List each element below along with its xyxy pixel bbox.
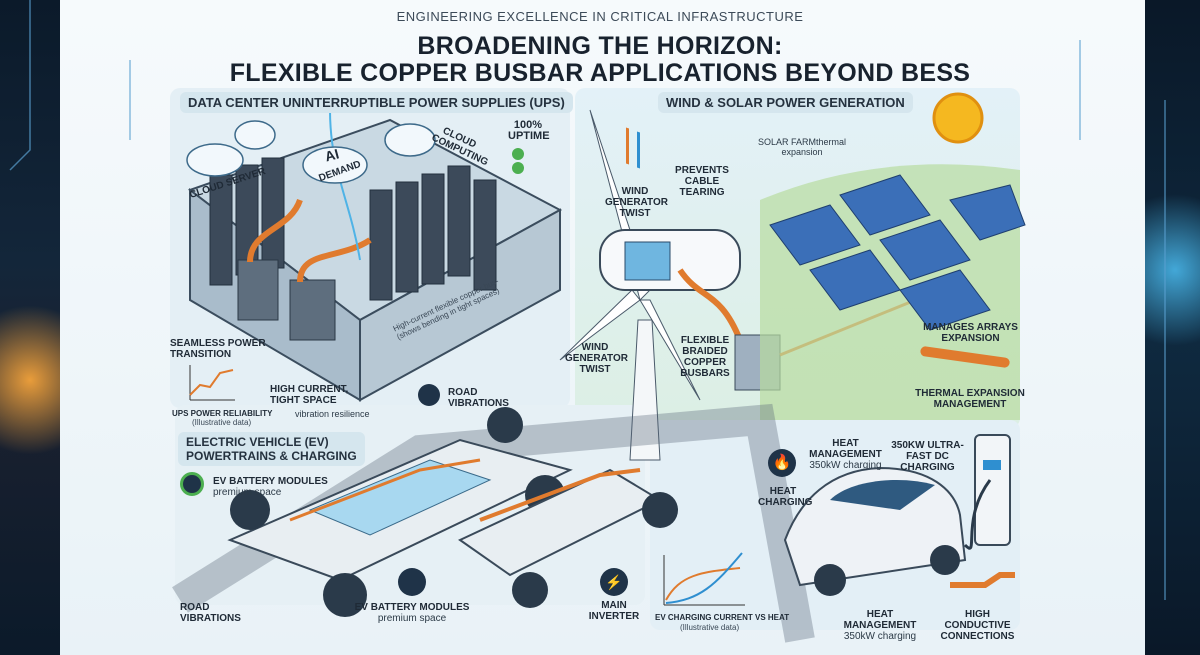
ai-label: AI [323,145,341,165]
seamless-transition-label: SEAMLESS POWER TRANSITION [170,338,266,360]
wind-twist-bottom-label: WIND GENERATOR TWIST [565,342,628,375]
data-center-title: DATA CENTER UNINTERRUPTIBLE POWER SUPPLI… [180,92,573,113]
road-vibrations-top-label: ROAD VIBRATIONS [448,387,509,409]
conductive-connections-label: HIGH CONDUCTIVE CONNECTIONS [940,609,1015,642]
prevents-tearing-label: PREVENTS CABLE TEARING [675,165,729,198]
check-icon [512,148,524,160]
ups-reliability-chart [189,365,235,401]
wind-turbine-illustration [559,109,941,461]
page-title: BROADENING THE HORIZON: FLEXIBLE COPPER … [0,33,1200,87]
heat-management-top-label: HEAT MANAGEMENT 350kW charging [809,438,882,471]
inverter-bolt-icon: ⚡ [600,568,628,596]
server-room-illustration [187,109,563,402]
heat-charging-label: HEAT CHARGING [758,486,813,508]
sun-icon [932,92,984,144]
wind-twist-top-label: WIND GENERATOR TWIST [605,186,668,219]
ev-chart-note: (Illustrative data) [680,623,740,632]
flame-icon: 🔥 [768,449,796,477]
high-current-label: HIGH CURRENT, TIGHT SPACE [270,384,349,406]
uptime-label: 100% UPTIME [508,119,550,142]
vibration-resilience-label: vibration resilience [295,409,370,419]
braided-busbars-label: FLEXIBLE BRAIDED COPPER BUSBARS [680,335,730,379]
title-line-1: BROADENING THE HORIZON: [417,32,783,60]
check-icon [512,162,524,174]
ev-charging-chart [663,552,745,606]
thermal-expansion-label: THERMAL EXPANSION MANAGEMENT [915,388,1025,410]
cloud-icons [186,120,436,184]
main-inverter-label: MAIN INVERTER [588,600,640,622]
title-line-2: FLEXIBLE COPPER BUSBAR APPLICATIONS BEYO… [229,59,971,87]
battery-icon [180,472,204,496]
twist-icon [626,127,640,169]
vibration-icon [418,384,440,406]
dc-charger-illustration [950,434,1015,588]
battery-modules-label-1: EV BATTERY MODULES premium space [213,476,328,498]
suspension-icon [398,568,426,596]
electric-car-illustration [783,466,967,596]
ev-title: ELECTRIC VEHICLE (EV) POWERTRAINS & CHAR… [178,432,365,466]
ev-chassis-illustration [227,407,678,617]
right-circuit-decoration [1145,0,1200,655]
solar-farm-label: SOLAR FARMthermal expansion [757,137,847,157]
wind-solar-title: WIND & SOLAR POWER GENERATION [658,92,913,113]
road-vibrations-bottom-label: ROAD VIBRATIONS [180,602,241,624]
ultra-fast-charging-label: 350kW ULTRA-FAST DC CHARGING [891,440,964,473]
circuit-traces [9,0,1166,600]
heat-management-bottom-label: HEAT MANAGEMENT 350kW charging [843,609,917,642]
ev-chart-title: EV CHARGING CURRENT VS HEAT [655,613,790,622]
battery-modules-label-2: EV BATTERY MODULES premium space [354,602,470,624]
manages-expansion-label: MANAGES ARRAYS EXPANSION [923,322,1018,344]
ups-chart-note: (Illustrative data) [192,418,252,427]
kicker: ENGINEERING EXCELLENCE IN CRITICAL INFRA… [396,9,804,24]
ups-chart-title: UPS POWER RELIABILITY [172,409,273,418]
